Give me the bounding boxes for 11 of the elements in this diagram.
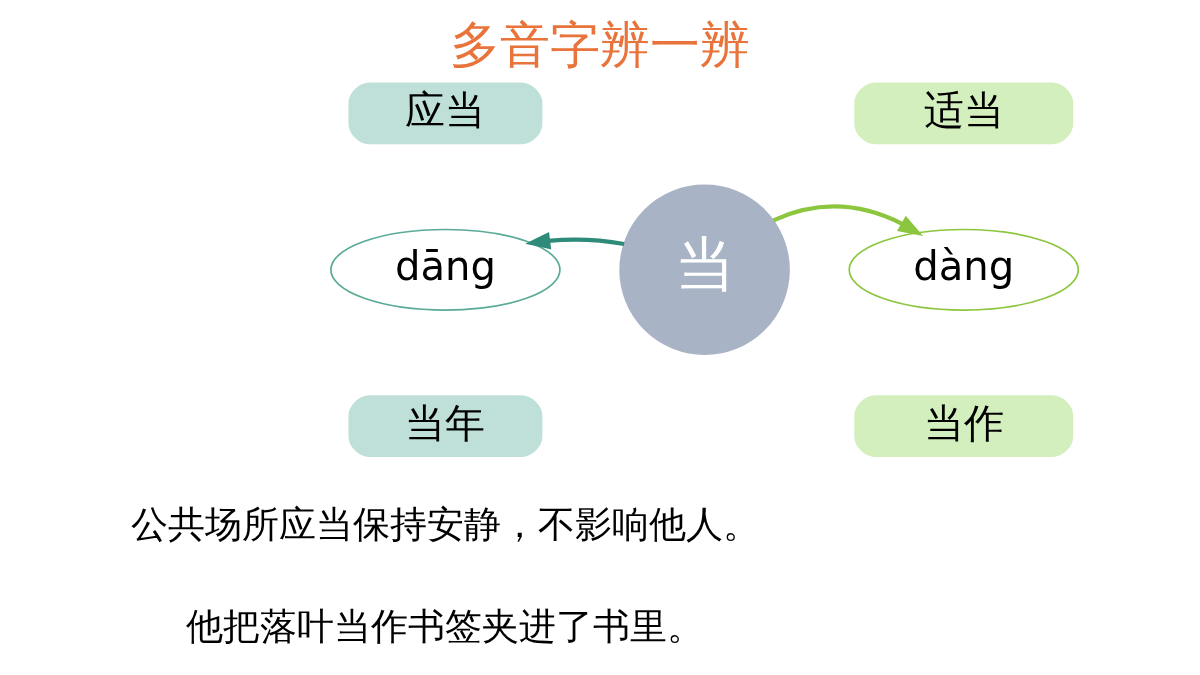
- label: 他把落叶当作书签夹进了书里。: [185, 605, 704, 649]
- node-box: 当作: [853, 395, 1073, 458]
- diagram-title: 多音字辨一辨: [450, 14, 750, 74]
- arrow: [524, 231, 624, 250]
- node-box: 当年: [347, 395, 542, 458]
- label: 公共场所应当保持安静，不影响他人。: [130, 503, 760, 547]
- node-ellipse: dàng: [847, 228, 1079, 311]
- arrow: [772, 204, 923, 236]
- node-circle: 当: [618, 184, 790, 356]
- node-box: 应当: [347, 82, 542, 145]
- node-box: 适当: [853, 82, 1073, 145]
